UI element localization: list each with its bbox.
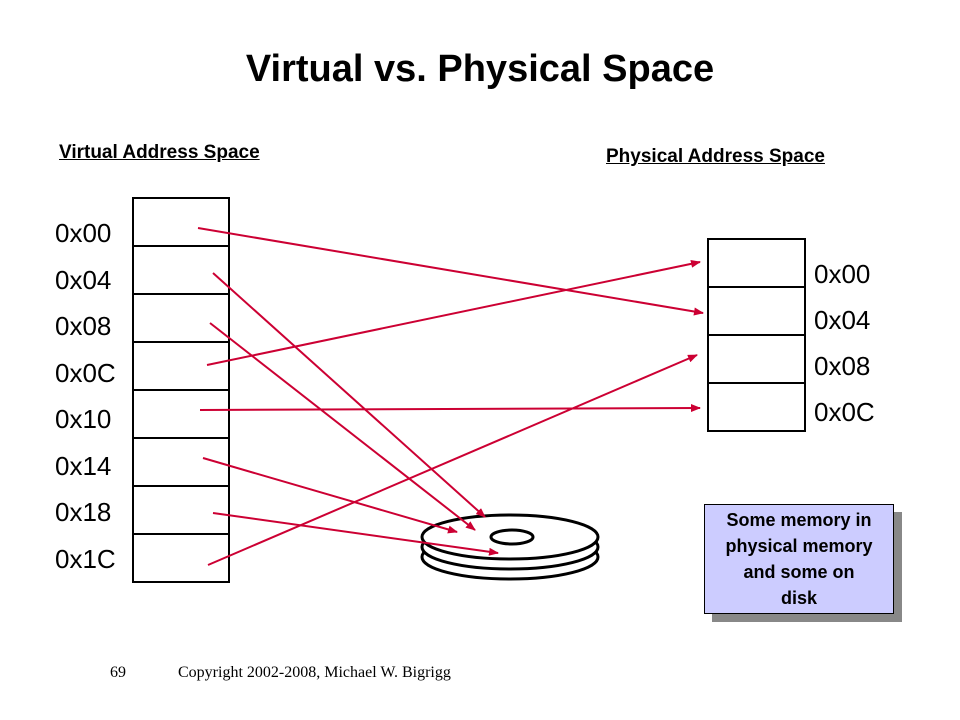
physical-address-label: 0x04 (814, 305, 871, 335)
mapping-arrow-0x00 (197, 227, 704, 316)
mapping-arrow-0x10 (199, 404, 701, 413)
memory-cell (707, 334, 806, 384)
memory-cell (132, 341, 230, 391)
virtual-address-label: 0x14 (55, 450, 112, 481)
mapping-arrow-0x1C (207, 354, 698, 566)
mapping-arrow-0x04 (212, 272, 486, 518)
physical-address-label: 0x00 (814, 259, 871, 289)
memory-cell (132, 197, 230, 247)
slide-title: Virtual vs. Physical Space (245, 48, 715, 90)
memory-cell (132, 245, 230, 295)
virtual-address-label: 0x10 (55, 404, 112, 434)
mapping-arrow-0x18 (212, 512, 499, 556)
memory-cell (132, 293, 230, 343)
page-number: 69 (110, 664, 126, 681)
memory-cell (132, 485, 230, 535)
virtual-address-label: 0x18 (55, 497, 112, 527)
memory-cell (707, 286, 806, 336)
virtual-address-label: 0x04 (55, 264, 112, 295)
virtual-address-label: 0x0C (55, 357, 116, 388)
mapping-arrow-0x14 (202, 457, 458, 534)
mapping-arrows (197, 227, 704, 566)
mapping-arrow-0x0C (206, 259, 701, 366)
memory-cell (132, 533, 230, 583)
physical-address-label: 0x0C (814, 397, 875, 427)
virtual-address-label: 0x00 (55, 218, 112, 248)
note-text: Some memory in physical memory and some … (725, 510, 873, 608)
copyright: Copyright 2002-2008, Michael W. Bigrigg (178, 664, 451, 681)
memory-cell (132, 389, 230, 439)
virtual-address-label: 0x1C (55, 543, 116, 574)
note-box: Some memory in physical memory and some … (704, 504, 894, 614)
memory-cell (707, 382, 806, 432)
physical-address-label: 0x08 (814, 351, 871, 381)
physical-space-label: Physical Address Space (606, 146, 825, 167)
virtual-memory-table (132, 197, 230, 583)
virtual-address-label: 0x08 (55, 311, 112, 341)
memory-cell (707, 238, 806, 288)
mapping-arrow-0x08 (209, 322, 476, 531)
physical-memory-table (707, 238, 806, 432)
disk-icon (420, 513, 600, 581)
virtual-space-label: Virtual Address Space (59, 142, 260, 163)
